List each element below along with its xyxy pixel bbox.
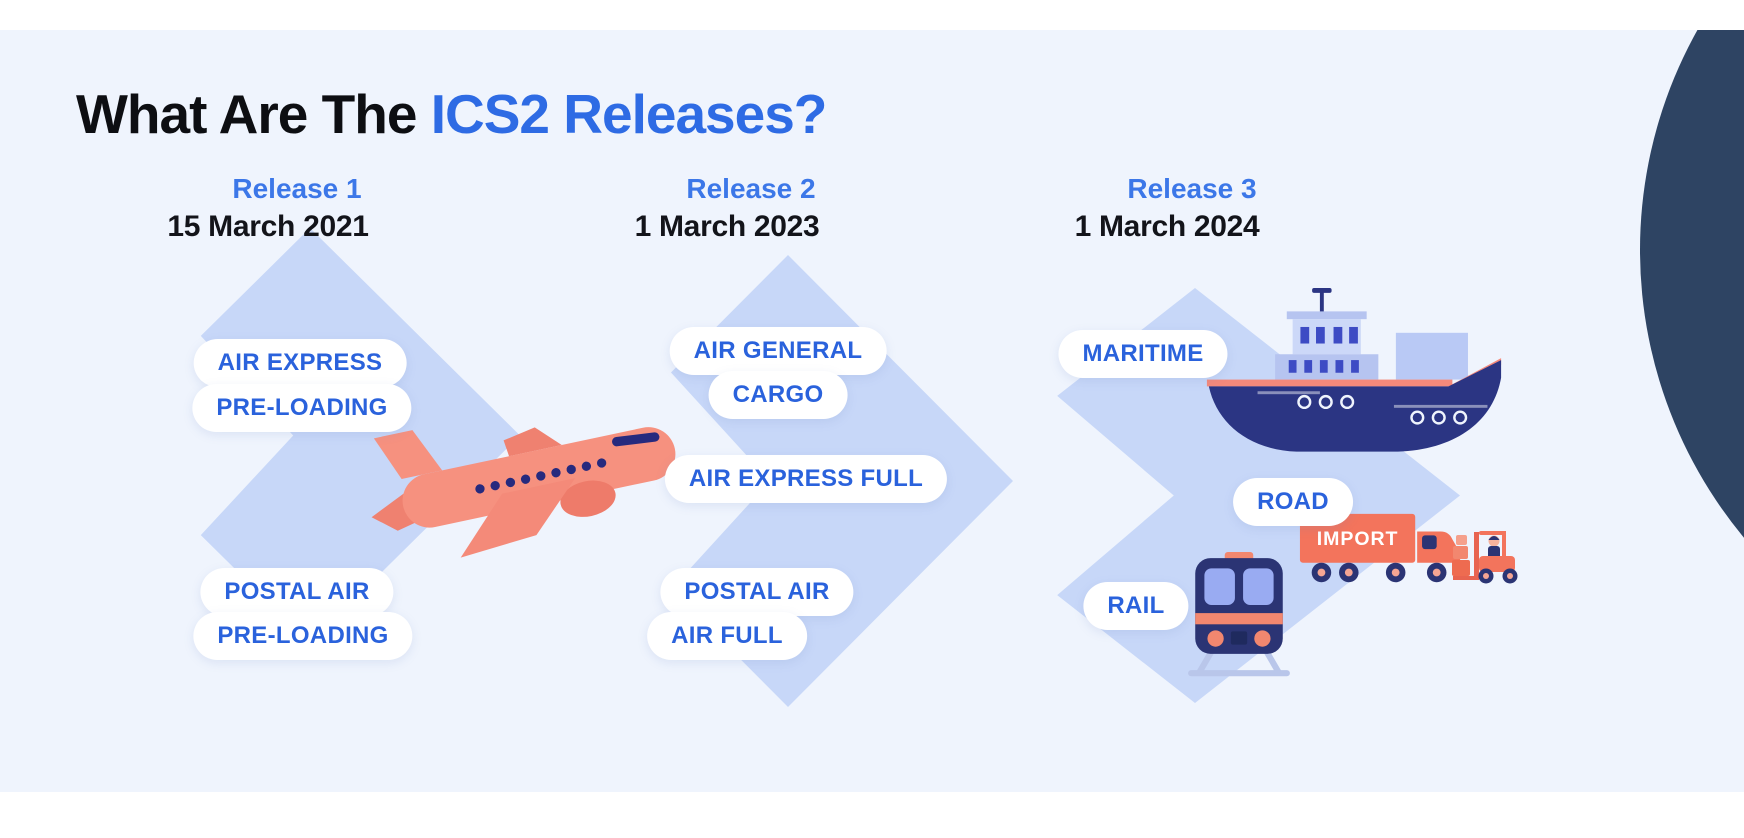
release3-pill-maritime: MARITIME <box>1058 330 1228 378</box>
release1-pill-postal-air: POSTAL AIR <box>200 568 394 616</box>
release3-title: Release 3 <box>1127 173 1257 204</box>
release3-pill-road: ROAD <box>1233 478 1353 526</box>
release1-pill-pre-loading-2: PRE-LOADING <box>193 612 413 660</box>
release1-date: 15 March 2021 <box>167 210 369 243</box>
page-title-blue: ICS2 Releases? <box>430 83 828 145</box>
import-truck-icon: IMPORT <box>1298 510 1466 594</box>
release3-date: 1 March 2024 <box>1074 210 1260 243</box>
cargo-ship-icon <box>1203 288 1505 463</box>
airplane-icon <box>358 382 700 569</box>
release1-pill-pre-loading: PRE-LOADING <box>192 384 412 432</box>
release3-pill-rail: RAIL <box>1083 582 1189 630</box>
chevron-arrow-release1 <box>100 228 520 643</box>
page-title-black: What Are The <box>76 83 431 145</box>
corner-accent-shape <box>1640 30 1744 700</box>
release2-pill-cargo: CARGO <box>708 371 848 419</box>
release2-pill-postal-air: POSTAL AIR <box>660 568 854 616</box>
truck-import-label: IMPORT <box>1317 528 1399 550</box>
release2-title: Release 2 <box>686 173 816 204</box>
release2-pill-air-full: AIR FULL <box>647 612 807 660</box>
release2-pill-air-express-full: AIR EXPRESS FULL <box>664 455 948 503</box>
train-icon <box>1182 550 1296 678</box>
release2-date: 1 March 2023 <box>634 210 820 243</box>
release1-title: Release 1 <box>232 173 362 204</box>
release2-pill-air-general: AIR GENERAL <box>669 327 887 375</box>
page-title: What Are The ICS2 Releases? <box>76 82 828 146</box>
release1-pill-air-express: AIR EXPRESS <box>193 339 407 387</box>
forklift-icon <box>1452 526 1528 590</box>
